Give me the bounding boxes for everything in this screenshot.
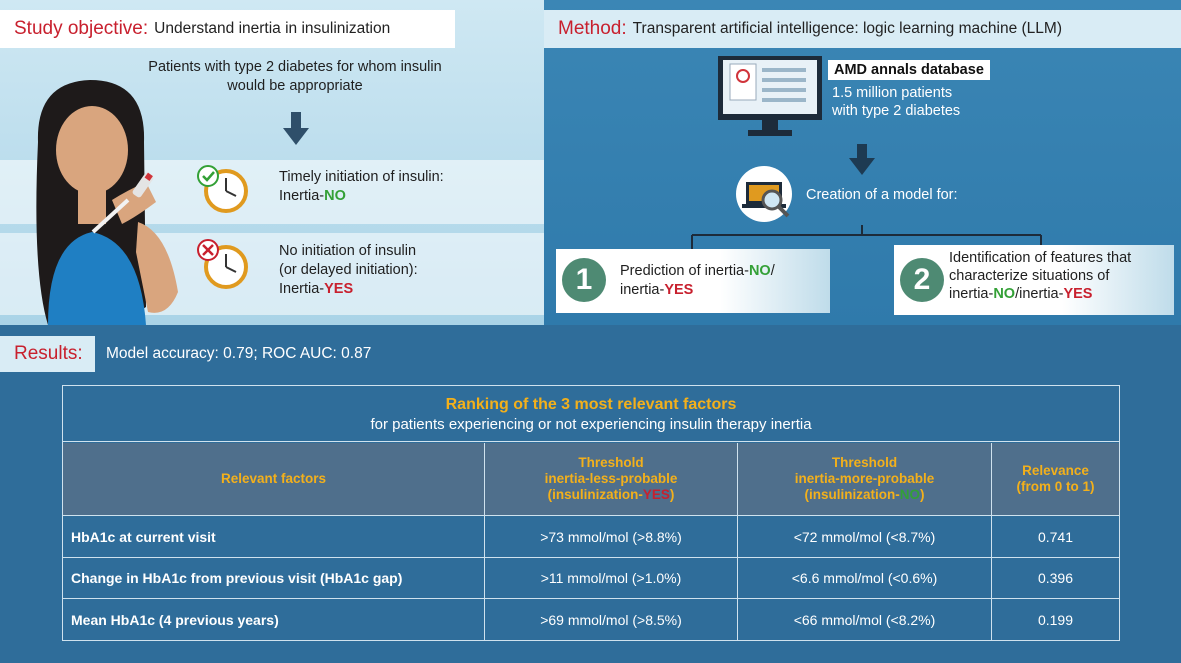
identification-line-2: characterize situations of bbox=[949, 268, 1110, 284]
timely-status: NO bbox=[324, 188, 346, 204]
header-more-prefix: (insulinization- bbox=[804, 487, 900, 502]
prediction-prefix: Prediction of inertia- bbox=[620, 263, 749, 279]
prediction-line-2: inertia-YES bbox=[620, 281, 775, 300]
database-description: 1.5 million patients with type 2 diabete… bbox=[832, 84, 960, 120]
header-less-line-1: Threshold bbox=[578, 455, 644, 470]
header-less-suffix: ) bbox=[669, 487, 675, 502]
table-row-factor: Mean HbA1c (4 previous years) bbox=[71, 611, 279, 628]
patients-line-1: Patients with type 2 diabetes for whom i… bbox=[148, 59, 442, 75]
table-subtitle: for patients experiencing or not experie… bbox=[370, 416, 812, 433]
identification-text: Identification of features that characte… bbox=[949, 249, 1131, 303]
header-more-status: NO bbox=[899, 487, 920, 502]
table-title: Ranking of the 3 most relevant factors bbox=[445, 396, 737, 413]
prediction-line-1: Prediction of inertia-NO/ bbox=[620, 262, 775, 281]
identification-prefix: inertia- bbox=[949, 286, 994, 302]
prediction-line-2-prefix: inertia- bbox=[620, 282, 665, 298]
no-initiation-prefix: Inertia- bbox=[279, 281, 325, 297]
method-panel: Method: Transparent artificial intellige… bbox=[544, 0, 1181, 325]
results-header-chip: Results: bbox=[0, 336, 95, 372]
timely-prefix: Inertia- bbox=[279, 188, 325, 204]
table-row-factor: Change in HbA1c from previous visit (HbA… bbox=[71, 570, 403, 586]
row-divider-1 bbox=[63, 557, 1119, 558]
connector-lines bbox=[691, 225, 1042, 251]
monitor-icon bbox=[718, 56, 822, 136]
method-text: Transparent artificial intelligence: log… bbox=[632, 20, 1062, 37]
patient-illustration bbox=[36, 80, 178, 325]
table-row-more: <6.6 mmol/mol (<0.6%) bbox=[791, 570, 938, 586]
table-row-relevance: 0.741 bbox=[1037, 528, 1074, 545]
patients-line-2: would be appropriate bbox=[227, 78, 363, 94]
header-relevance-line-2: (from 0 to 1) bbox=[1016, 479, 1095, 494]
study-objective-text: Understand inertia in insulinization bbox=[154, 20, 391, 37]
prediction-slash: / bbox=[770, 263, 775, 279]
row-divider-header bbox=[63, 515, 1119, 516]
clock-cross-icon bbox=[197, 239, 248, 289]
table-row-relevance: 0.396 bbox=[1037, 570, 1074, 586]
factors-table: Ranking of the 3 most relevant factors f… bbox=[62, 385, 1120, 641]
header-less-status: YES bbox=[642, 487, 670, 502]
prediction-text: Prediction of inertia-NO/ inertia-YES bbox=[620, 262, 775, 300]
clock-check-icon bbox=[197, 165, 248, 213]
no-initiation-line-1: No initiation of insulin bbox=[279, 243, 417, 259]
study-objective-header: Study objective: Understand inertia in i… bbox=[0, 10, 455, 48]
database-line-2: with type 2 diabetes bbox=[832, 103, 961, 119]
header-less-prefix: (insulinization- bbox=[547, 487, 643, 502]
results-title: Results: bbox=[14, 343, 83, 364]
header-threshold-more: Threshold inertia-more-probable (insulin… bbox=[738, 443, 991, 515]
header-less-line-3: (insulinization-YES) bbox=[548, 487, 675, 503]
no-initiation-text: No initiation of insulin (or delayed ini… bbox=[279, 242, 418, 299]
table-row-less: >11 mmol/mol (>1.0%) bbox=[540, 570, 682, 586]
header-relevance-line-1: Relevance bbox=[1022, 463, 1089, 478]
col-divider-2 bbox=[737, 443, 738, 640]
table-row-less: >73 mmol/mol (>8.8%) bbox=[540, 528, 682, 545]
header-more-line-2: inertia-more-probable bbox=[794, 471, 935, 486]
study-objective-panel: Study objective: Understand inertia in i… bbox=[0, 0, 546, 325]
table-title-area: Ranking of the 3 most relevant factors f… bbox=[63, 386, 1119, 442]
identification-no: NO bbox=[993, 286, 1016, 302]
prediction-yes: YES bbox=[664, 282, 694, 298]
results-text: Model accuracy: 0.79; ROC AUC: 0.87 bbox=[106, 345, 372, 362]
header-more-line-1: Threshold bbox=[831, 455, 898, 470]
magnifier-laptop-icon bbox=[736, 166, 792, 222]
timely-line-1: Timely initiation of insulin: bbox=[279, 169, 444, 185]
database-title: AMD annals database bbox=[828, 60, 990, 80]
header-more-line-3: (insulinization-NO) bbox=[805, 487, 925, 503]
down-arrow-icon bbox=[283, 112, 309, 145]
table-row-factor: HbA1c at current visit bbox=[71, 528, 216, 545]
database-line-1: 1.5 million patients bbox=[832, 85, 953, 101]
study-objective-title: Study objective: bbox=[14, 18, 149, 39]
method-title: Method: bbox=[558, 18, 627, 39]
header-relevant-factors: Relevant factors bbox=[220, 471, 327, 486]
table-row-relevance: 0.199 bbox=[1037, 611, 1074, 628]
row-divider-2 bbox=[63, 598, 1119, 599]
table-row-more: <72 mmol/mol (<8.7%) bbox=[793, 528, 936, 545]
method-header: Method: Transparent artificial intellige… bbox=[544, 10, 1181, 48]
model-creation-text: Creation of a model for: bbox=[806, 187, 958, 203]
timely-initiation-text: Timely initiation of insulin: Inertia-NO bbox=[279, 168, 444, 206]
identification-mid: /inertia- bbox=[1015, 286, 1064, 302]
table-row-more: <66 mmol/mol (<8.2%) bbox=[793, 611, 936, 628]
header-threshold-less: Threshold inertia-less-probable (insulin… bbox=[485, 443, 737, 515]
down-arrow-icon bbox=[849, 144, 875, 175]
step-number-2: 2 bbox=[900, 258, 944, 302]
step-number-1: 1 bbox=[562, 258, 606, 302]
col-divider-1 bbox=[484, 443, 485, 640]
timely-line-2: Inertia-NO bbox=[279, 187, 444, 206]
patients-description: Patients with type 2 diabetes for whom i… bbox=[125, 58, 465, 96]
prediction-no: NO bbox=[748, 263, 771, 279]
identification-line-3: inertia-NO/inertia-YES bbox=[949, 285, 1131, 303]
header-more-suffix: ) bbox=[920, 487, 925, 502]
no-initiation-line-2: (or delayed initiation): bbox=[279, 262, 418, 278]
no-initiation-status: YES bbox=[324, 281, 354, 297]
identification-line-1: Identification of features that bbox=[949, 250, 1132, 266]
table-row-less: >69 mmol/mol (>8.5%) bbox=[540, 611, 682, 628]
table-header-row bbox=[63, 443, 1119, 515]
col-divider-3 bbox=[991, 443, 992, 640]
no-initiation-line-3: Inertia-YES bbox=[279, 280, 418, 299]
identification-yes: YES bbox=[1063, 286, 1093, 302]
header-relevance: Relevance (from 0 to 1) bbox=[992, 443, 1119, 515]
header-less-line-2: inertia-less-probable bbox=[544, 471, 678, 486]
